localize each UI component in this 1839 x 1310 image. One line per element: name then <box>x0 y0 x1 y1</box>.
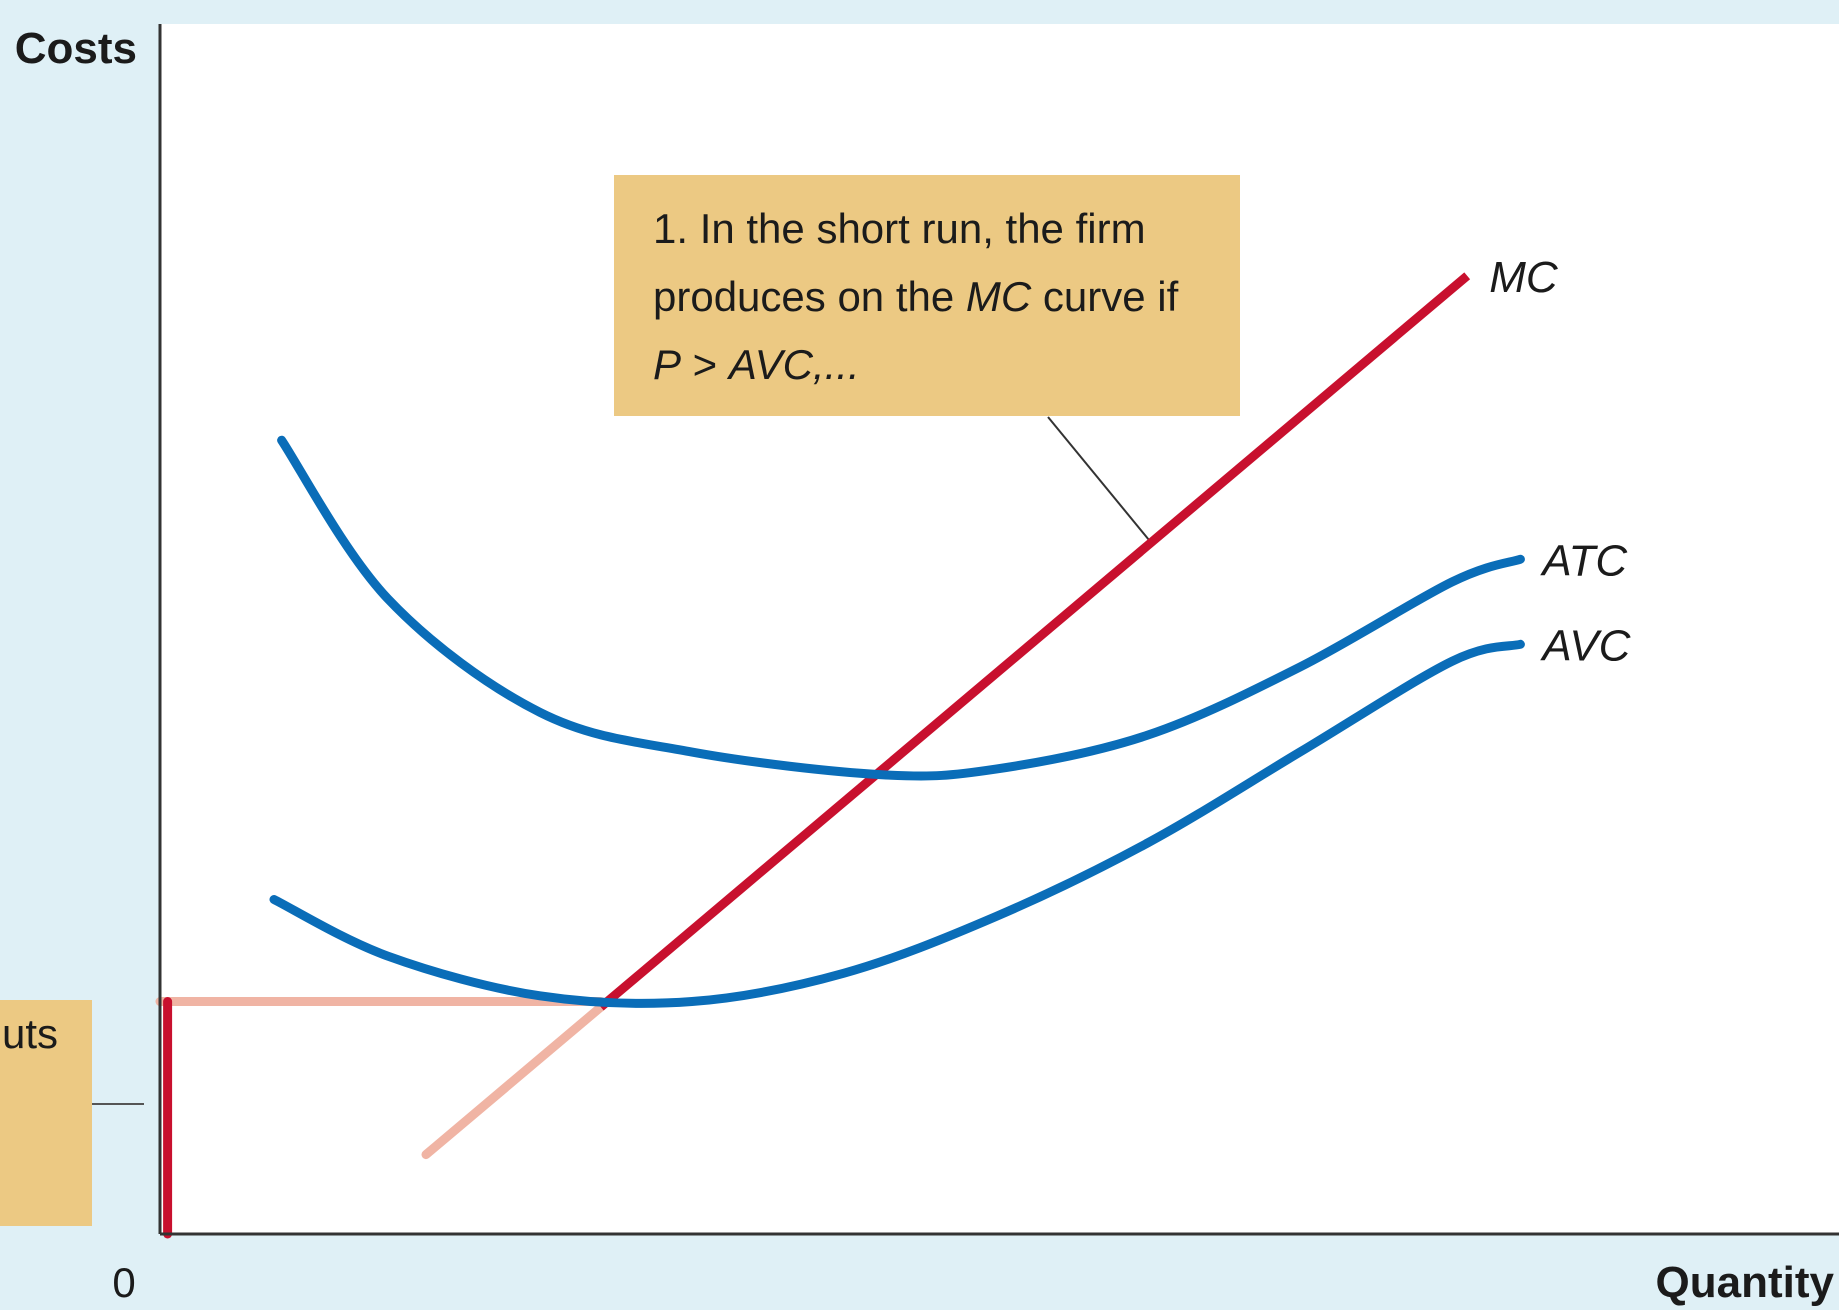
avc-curve-label: AVC <box>1539 621 1631 670</box>
note-cutoff-box <box>0 1000 92 1226</box>
mc-curve-faded-segment <box>421 1002 606 1160</box>
avc-curve <box>269 639 1525 1008</box>
note-mc-supply-box <box>614 175 1240 416</box>
note-mc-supply-leader <box>1047 416 1150 541</box>
atc-curve-label: ATC <box>1539 536 1628 585</box>
atc-curve <box>277 435 1525 781</box>
mc-curve <box>597 272 1471 1011</box>
x-axis-title: Quantity <box>1656 1258 1835 1307</box>
curve-labels: MC ATC AVC <box>1489 253 1631 671</box>
x-tick-label-0: 0 <box>112 1259 135 1306</box>
note-cutoff-text: uts <box>2 1010 58 1057</box>
series-layer <box>155 272 1525 1239</box>
y-axis-title: Costs <box>15 24 137 73</box>
mc-curve-label: MC <box>1489 253 1559 302</box>
